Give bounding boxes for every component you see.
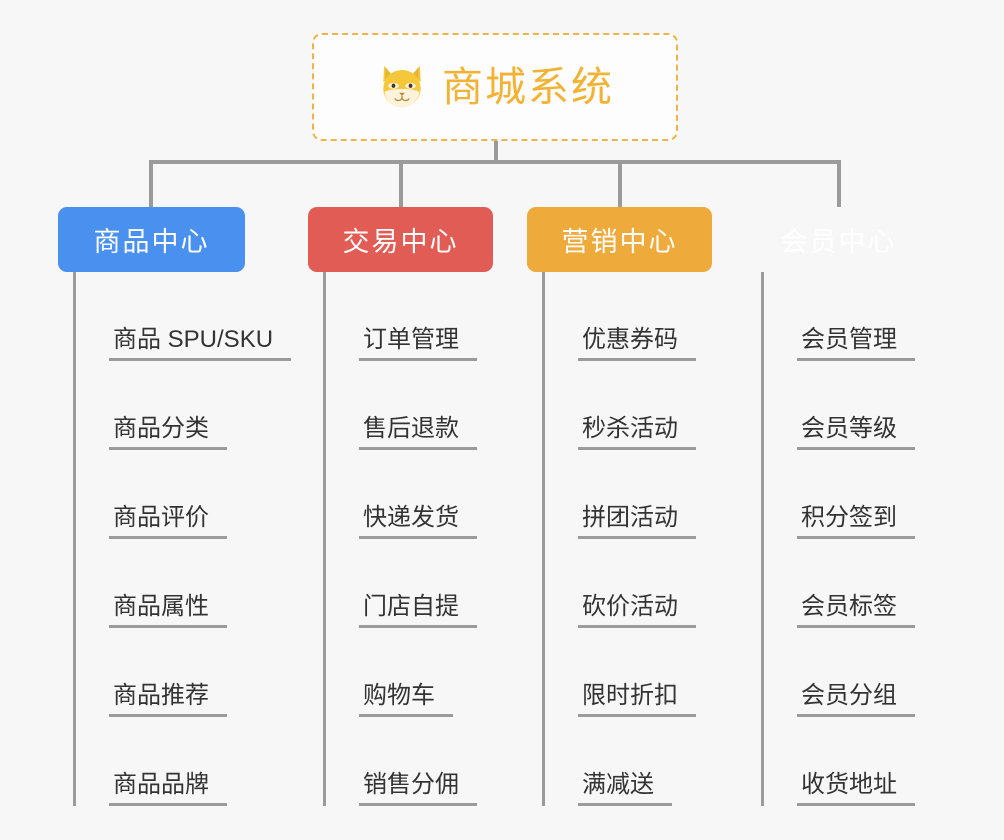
leaf-label: 商品推荐 [109,682,227,717]
leaf-label: 售后退款 [359,415,477,450]
leaf-label: 会员等级 [797,415,915,450]
leaf-label: 会员管理 [797,326,915,361]
category-title: 交易中心 [342,227,459,257]
leaf-item[interactable]: 收货地址 [764,717,931,806]
leaf-label: 商品分类 [109,415,227,450]
leaf-item[interactable]: 销售分佣 [326,717,493,806]
column-member-center: 会员中心 会员管理 会员等级 积分签到 会员标签 会员分组 收货地址 [746,207,931,806]
leaf-item[interactable]: 砍价活动 [545,539,712,628]
leaf-list-member-center: 会员管理 会员等级 积分签到 会员标签 会员分组 收货地址 [761,272,931,806]
leaf-label: 砍价活动 [578,593,696,628]
leaf-item[interactable]: 购物车 [326,628,493,717]
category-header-product-center[interactable]: 商品中心 [58,207,245,272]
category-header-marketing-center[interactable]: 营销中心 [527,207,712,272]
leaf-label: 限时折扣 [578,682,696,717]
leaf-label: 拼团活动 [578,504,696,539]
leaf-item[interactable]: 满减送 [545,717,712,806]
leaf-item[interactable]: 商品评价 [76,450,245,539]
connector-root-stem [494,141,498,163]
connector-drop-4 [837,160,841,207]
leaf-label: 购物车 [359,682,453,717]
leaf-item[interactable]: 商品分类 [76,361,245,450]
leaf-list-marketing-center: 优惠券码 秒杀活动 拼团活动 砍价活动 限时折扣 满减送 [542,272,712,806]
leaf-item[interactable]: 会员等级 [764,361,931,450]
leaf-label: 商品 SPU/SKU [109,326,292,361]
category-header-trade-center[interactable]: 交易中心 [308,207,493,272]
leaf-item[interactable]: 秒杀活动 [545,361,712,450]
leaf-item[interactable]: 商品品牌 [76,717,245,806]
leaf-label: 优惠券码 [578,326,696,361]
category-header-member-center[interactable]: 会员中心 [746,207,931,272]
leaf-list-trade-center: 订单管理 售后退款 快递发货 门店自提 购物车 销售分佣 [323,272,493,806]
leaf-item[interactable]: 门店自提 [326,539,493,628]
connector-drop-1 [149,160,153,207]
leaf-item[interactable]: 积分签到 [764,450,931,539]
column-marketing-center: 营销中心 优惠券码 秒杀活动 拼团活动 砍价活动 限时折扣 满减送 [527,207,712,806]
category-title: 营销中心 [561,227,678,257]
leaf-label: 门店自提 [359,593,477,628]
leaf-item[interactable]: 商品推荐 [76,628,245,717]
leaf-item[interactable]: 售后退款 [326,361,493,450]
leaf-item[interactable]: 会员管理 [764,272,931,361]
leaf-label: 满减送 [578,771,672,806]
leaf-label: 销售分佣 [359,771,477,806]
leaf-item[interactable]: 快递发货 [326,450,493,539]
leaf-label: 商品属性 [109,593,227,628]
leaf-label: 商品评价 [109,504,227,539]
leaf-item[interactable]: 优惠券码 [545,272,712,361]
connector-drop-3 [618,160,622,207]
leaf-item[interactable]: 商品 SPU/SKU [76,272,292,361]
leaf-item[interactable]: 限时折扣 [545,628,712,717]
leaf-list-product-center: 商品 SPU/SKU 商品分类 商品评价 商品属性 商品推荐 商品品牌 [73,272,292,806]
leaf-item[interactable]: 商品属性 [76,539,245,628]
column-product-center: 商品中心 商品 SPU/SKU 商品分类 商品评价 商品属性 商品推荐 商品品牌 [58,207,292,806]
leaf-label: 积分签到 [797,504,915,539]
leaf-label: 快递发货 [359,504,477,539]
connector-horizontal-bus [149,160,839,164]
leaf-label: 秒杀活动 [578,415,696,450]
leaf-item[interactable]: 会员标签 [764,539,931,628]
leaf-label: 收货地址 [797,771,915,806]
connector-drop-2 [399,160,403,207]
category-title: 商品中心 [93,227,210,257]
leaf-label: 订单管理 [359,326,477,361]
root-title: 商城系统 [442,63,614,110]
leaf-item[interactable]: 会员分组 [764,628,931,717]
leaf-item[interactable]: 订单管理 [326,272,493,361]
root-node[interactable]: 商城系统 [312,33,678,141]
column-trade-center: 交易中心 订单管理 售后退款 快递发货 门店自提 购物车 销售分佣 [308,207,493,806]
leaf-label: 会员分组 [797,682,915,717]
shiba-dog-icon [383,65,421,108]
category-title: 会员中心 [780,227,897,257]
leaf-label: 会员标签 [797,593,915,628]
leaf-label: 商品品牌 [109,771,227,806]
leaf-item[interactable]: 拼团活动 [545,450,712,539]
